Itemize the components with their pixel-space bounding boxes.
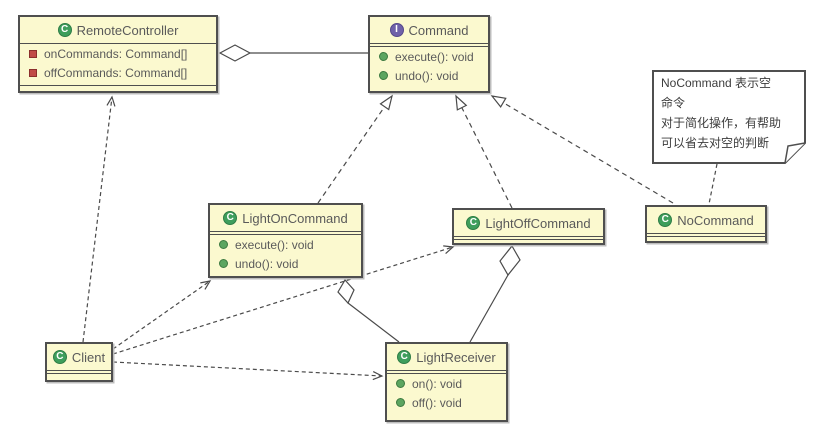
class-icon: C xyxy=(658,213,673,227)
aggregation-diamond-lightoncommand[interactable] xyxy=(337,278,355,305)
class-title: I Command xyxy=(370,17,488,44)
class-title: C Client xyxy=(47,344,111,371)
field-row: offCommands: Command[] xyxy=(20,63,216,82)
class-name: LightReceiver xyxy=(416,349,496,365)
method-row: execute(): void xyxy=(210,235,361,254)
class-icon: C xyxy=(57,23,72,37)
class-name: Client xyxy=(71,349,106,365)
method-label: undo(): void xyxy=(395,68,459,83)
class-title: C RemoteController xyxy=(20,17,216,44)
note-anchor-line[interactable] xyxy=(708,163,718,205)
note-line: 可以省去对空的判断 xyxy=(661,136,770,150)
method-row: on(): void xyxy=(387,374,506,393)
separator-line xyxy=(210,232,361,235)
class-name: LightOnCommand xyxy=(242,210,348,226)
method-label: on(): void xyxy=(412,376,463,391)
class-box-lightreceiver[interactable]: C LightReceiver on(): void off(): void xyxy=(385,342,508,422)
method-icon xyxy=(219,240,228,249)
note[interactable]: NoCommand 表示空 命令 对于简化操作，有帮助 可以省去对空的判断 xyxy=(652,70,807,165)
field-icon xyxy=(29,49,37,58)
class-icon: C xyxy=(466,216,481,230)
method-label: undo(): void xyxy=(235,256,299,271)
class-icon: C xyxy=(223,211,238,225)
class-title: C LightOffCommand xyxy=(454,210,603,237)
method-icon xyxy=(379,52,388,61)
method-icon xyxy=(379,71,388,80)
aggregation-diamond-remotecontroller[interactable] xyxy=(218,44,252,62)
aggregation-line-lightoncommand-lightreceiver[interactable] xyxy=(347,302,400,343)
method-label: execute(): void xyxy=(395,49,474,64)
note-line: 命令 xyxy=(661,96,686,110)
method-icon xyxy=(396,398,405,407)
method-row: execute(): void xyxy=(370,47,488,66)
class-box-command[interactable]: I Command execute(): void undo(): void xyxy=(368,15,490,93)
dependency-client-lightreceiver[interactable] xyxy=(112,361,384,381)
method-icon xyxy=(219,259,228,268)
separator-line xyxy=(47,371,111,374)
field-icon xyxy=(29,68,37,77)
method-row: undo(): void xyxy=(210,254,361,273)
dependency-client-lightoffcommand[interactable] xyxy=(112,245,455,355)
note-line: NoCommand 表示空 xyxy=(661,76,772,90)
field-label: offCommands: Command[] xyxy=(44,65,188,80)
note-text: NoCommand 表示空 命令 对于简化操作，有帮助 可以省去对空的判断 xyxy=(661,73,781,153)
separator-line xyxy=(647,234,765,237)
separator-line xyxy=(454,237,603,240)
class-title: C LightReceiver xyxy=(387,344,506,371)
class-box-lightoncommand[interactable]: C LightOnCommand execute(): void undo():… xyxy=(208,203,363,278)
field-label: onCommands: Command[] xyxy=(44,46,188,61)
separator-line xyxy=(387,371,506,374)
dependency-client-lightoncommand[interactable] xyxy=(112,280,212,350)
class-name: NoCommand xyxy=(677,212,754,228)
note-line: 对于简化操作，有帮助 xyxy=(661,116,782,130)
empty-compartment-line xyxy=(20,85,216,86)
dependency-client-remotecontroller[interactable] xyxy=(82,95,116,343)
interface-icon: I xyxy=(389,23,404,37)
class-title: C NoCommand xyxy=(647,207,765,234)
method-label: execute(): void xyxy=(235,237,314,252)
class-box-remotecontroller[interactable]: C RemoteController onCommands: Command[]… xyxy=(18,15,218,93)
realization-nocommand-command[interactable] xyxy=(490,95,674,204)
aggregation-diamond-lightoffcommand[interactable] xyxy=(499,244,521,277)
class-icon: C xyxy=(52,350,67,364)
class-box-lightoffcommand[interactable]: C LightOffCommand xyxy=(452,208,605,245)
method-icon xyxy=(396,379,405,388)
method-label: off(): void xyxy=(412,395,462,410)
method-row: off(): void xyxy=(387,393,506,412)
class-box-client[interactable]: C Client xyxy=(45,342,113,382)
method-row: undo(): void xyxy=(370,66,488,85)
class-icon: C xyxy=(397,350,412,364)
class-name: Command xyxy=(408,22,469,38)
field-row: onCommands: Command[] xyxy=(20,44,216,63)
class-title: C LightOnCommand xyxy=(210,205,361,232)
separator-line xyxy=(370,44,488,47)
class-box-nocommand[interactable]: C NoCommand xyxy=(645,205,767,243)
realization-lightoffcommand-command[interactable] xyxy=(455,94,513,209)
realization-lightoncommand-command[interactable] xyxy=(317,94,393,204)
class-name: RemoteController xyxy=(76,22,179,38)
class-name: LightOffCommand xyxy=(485,215,591,231)
note-shape xyxy=(652,70,806,164)
aggregation-line-lightoffcommand-lightreceiver[interactable] xyxy=(469,274,509,343)
